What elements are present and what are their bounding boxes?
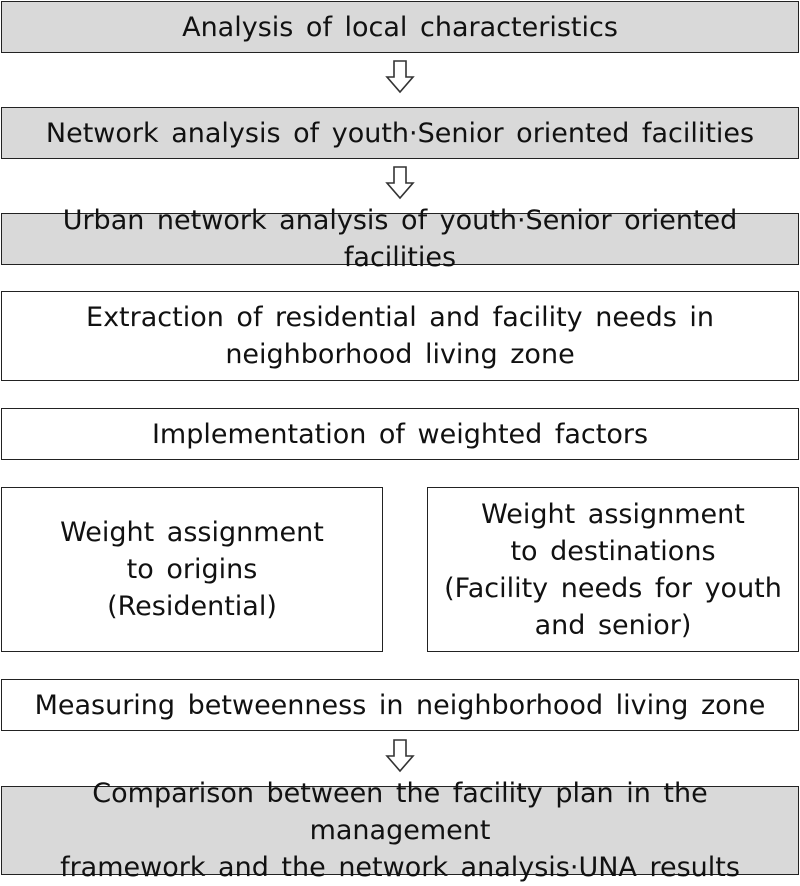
down-arrow-icon [385, 739, 415, 773]
step-comparison: Comparison between the facility plan in … [1, 778, 799, 883]
step-weight-destinations: Weight assignment to destinations (Facil… [427, 487, 799, 652]
step-measuring-betweenness: Measuring betweenness in neighborhood li… [1, 679, 799, 731]
step-extraction-needs: Extraction of residential and facility n… [1, 291, 799, 381]
step-weighted-factors: Implementation of weighted factors [1, 408, 799, 460]
step-local-characteristics: Analysis of local characteristics [1, 1, 799, 53]
down-arrow-icon [385, 60, 415, 94]
step-weight-origins: Weight assignment to origins (Residentia… [1, 487, 383, 652]
step-network-analysis: Network analysis of youth·Senior oriente… [1, 107, 799, 159]
down-arrow-icon [385, 166, 415, 200]
step-urban-network-analysis: Urban network analysis of youth·Senior o… [1, 205, 799, 273]
